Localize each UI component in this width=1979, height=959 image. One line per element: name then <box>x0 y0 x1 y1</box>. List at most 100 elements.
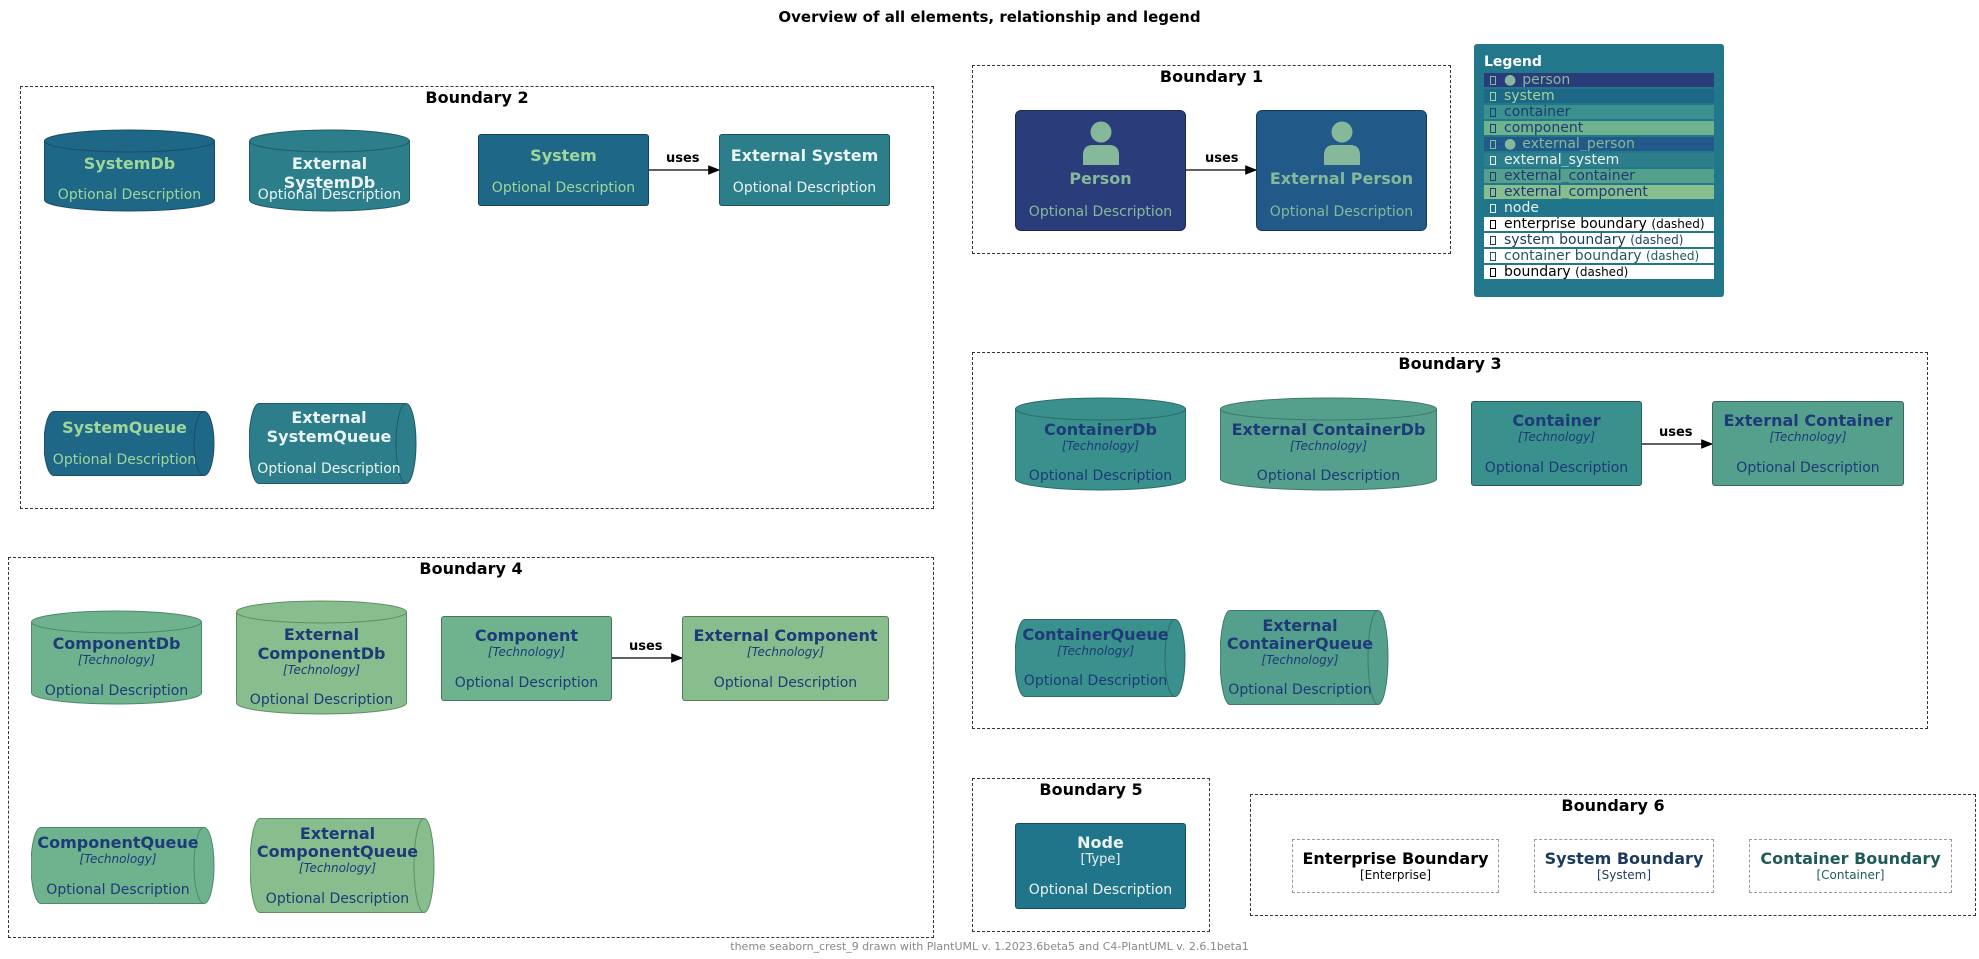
external-container-description: Optional Description <box>1736 460 1880 476</box>
external-system-box[interactable]: External System Optional Description <box>719 134 890 206</box>
external-componentdb-name-line2: ComponentDb <box>257 644 386 663</box>
componentqueue-shape[interactable] <box>31 827 215 904</box>
legend-item-label: external_container <box>1504 169 1635 183</box>
person-name: Person <box>1069 169 1132 188</box>
component-name: Component <box>474 626 579 645</box>
legend-item-label: external_system <box>1504 153 1620 167</box>
person-icon: ● <box>1504 137 1517 151</box>
legend-item-label: external_component <box>1504 185 1648 199</box>
boundary-2-title: Boundary 2 <box>425 88 529 107</box>
external-container-box[interactable]: External Container [Technology] Optional… <box>1712 401 1904 486</box>
external-componentdb-description: Optional Description <box>249 692 394 708</box>
legend-item-enterprise-boundary: enterprise boundary (dashed) <box>1484 217 1714 231</box>
boundary-6: Boundary 6 <box>1250 794 1976 916</box>
diagram-title: Overview of all elements, relationship a… <box>778 8 1201 26</box>
external-componentdb-name-line1: External <box>283 625 360 644</box>
legend-swatch-icon <box>1490 123 1496 133</box>
boundary-3: Boundary 3 <box>972 352 1928 729</box>
legend-swatch-icon <box>1490 219 1496 229</box>
systemdb-cylinder[interactable] <box>44 129 215 212</box>
rel-system-label: uses <box>666 151 700 166</box>
node-box[interactable]: Node [Type] Optional Description <box>1015 823 1186 909</box>
legend-item-suffix: (dashed) <box>1645 249 1700 263</box>
legend-item-node: node <box>1484 201 1714 215</box>
component-box[interactable]: Component [Technology] Optional Descript… <box>441 616 612 701</box>
external-systemqueue-shape[interactable] <box>249 403 417 484</box>
enterprise-boundary-type: [Enterprise] <box>1359 868 1432 882</box>
legend-swatch-icon <box>1490 235 1496 245</box>
systemdb-name: SystemDb <box>83 154 176 173</box>
legend-item-label: component <box>1504 121 1584 135</box>
legend-item-label: boundary <box>1504 265 1571 279</box>
containerdb-description: Optional Description <box>1028 468 1173 484</box>
boundary-1-title: Boundary 1 <box>1159 67 1264 86</box>
rel-person-label: uses <box>1205 151 1239 166</box>
legend-item-container-boundary: container boundary (dashed) <box>1484 249 1714 263</box>
system-box[interactable]: System Optional Description <box>478 134 649 206</box>
external-containerqueue-name-line1: External <box>1262 616 1338 635</box>
footer-credit: theme seaborn_crest_9 drawn with PlantUM… <box>730 940 1249 953</box>
legend-title: Legend <box>1484 54 1542 70</box>
external-component-name: External Component <box>693 626 878 645</box>
node-description: Optional Description <box>1028 882 1173 898</box>
external-containerdb-cylinder[interactable] <box>1220 397 1437 491</box>
system-boundary[interactable]: System Boundary [System] <box>1534 839 1714 893</box>
legend-panel: Legend ●person system container componen… <box>1474 44 1724 297</box>
componentdb-technology: [Technology] <box>77 653 156 667</box>
systemqueue-shape[interactable] <box>44 411 215 476</box>
system-description: Optional Description <box>491 180 636 196</box>
legend-item-suffix: (dashed) <box>1630 233 1684 247</box>
external-person-name: External Person <box>1269 169 1414 188</box>
legend-item-label: system boundary <box>1504 233 1626 247</box>
node-type: [Type] <box>1080 852 1121 867</box>
external-person-box[interactable]: External Person Optional Description <box>1256 110 1427 231</box>
containerdb-cylinder[interactable] <box>1015 397 1186 491</box>
legend-item-label: system <box>1504 89 1555 103</box>
legend-swatch-icon <box>1490 107 1496 117</box>
component-technology: [Technology] <box>487 645 566 659</box>
enterprise-boundary[interactable]: Enterprise Boundary [Enterprise] <box>1292 839 1499 893</box>
external-systemdb-description: Optional Description <box>257 187 402 203</box>
legend-item-suffix: (dashed) <box>1651 217 1705 231</box>
container-boundary[interactable]: Container Boundary [Container] <box>1749 839 1952 893</box>
boundary-4-title: Boundary 4 <box>419 559 523 578</box>
person-icon <box>1082 121 1119 165</box>
componentdb-cylinder[interactable] <box>31 610 202 705</box>
rel-container-label: uses <box>1659 425 1693 440</box>
external-componentdb-cylinder[interactable] <box>236 600 407 715</box>
system-boundary-name: System Boundary <box>1544 849 1704 868</box>
boundary-1: Boundary 1 <box>972 65 1451 254</box>
external-containerqueue-shape[interactable] <box>1220 610 1389 705</box>
legend-item-system-boundary: system boundary (dashed) <box>1484 233 1714 247</box>
external-componentdb-technology: [Technology] <box>282 663 361 677</box>
systemqueue-description: Optional Description <box>52 452 197 468</box>
legend-item-label: container <box>1504 105 1571 119</box>
legend-swatch-icon <box>1490 91 1496 101</box>
legend-item-component: component <box>1484 121 1714 135</box>
external-component-box[interactable]: External Component [Technology] Optional… <box>682 616 889 701</box>
person-icon: ● <box>1504 73 1517 87</box>
container-technology: [Technology] <box>1517 430 1596 444</box>
componentqueue-description: Optional Description <box>46 882 190 898</box>
legend-item-person: ●person <box>1484 73 1714 87</box>
legend-item-suffix: (dashed) <box>1575 265 1629 279</box>
external-containerdb-description: Optional Description <box>1256 468 1401 484</box>
external-systemdb-cylinder[interactable] <box>249 129 410 212</box>
external-componentqueue-technology: [Technology] <box>298 861 377 875</box>
boundary-5: Boundary 5 <box>972 778 1210 932</box>
external-system-name: External System <box>730 146 879 165</box>
containerqueue-shape[interactable] <box>1015 619 1186 697</box>
componentqueue-technology: [Technology] <box>79 852 157 866</box>
container-box[interactable]: Container [Technology] Optional Descript… <box>1471 401 1642 486</box>
legend-swatch-icon <box>1490 187 1496 197</box>
node-name: Node <box>1077 833 1124 852</box>
person-box[interactable]: Person Optional Description <box>1015 110 1186 231</box>
external-componentqueue-name-line1: External <box>299 824 376 843</box>
legend-item-boundary: boundary (dashed) <box>1484 265 1714 279</box>
external-systemqueue-name-line2: SystemQueue <box>266 427 392 446</box>
external-component-description: Optional Description <box>713 675 858 691</box>
external-containerqueue-description: Optional Description <box>1228 682 1372 698</box>
legend-swatch-icon <box>1490 267 1496 277</box>
external-systemqueue-name-line1: External <box>291 408 367 427</box>
external-componentqueue-shape[interactable] <box>250 818 435 913</box>
